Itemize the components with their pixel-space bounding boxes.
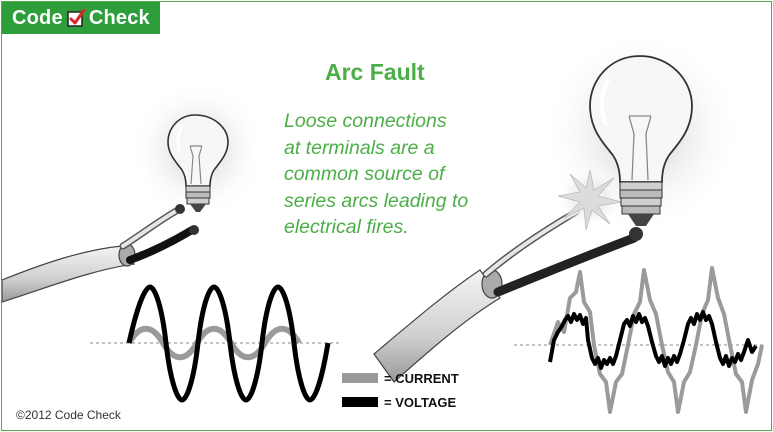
caption-line: electrical fires. [284,216,409,238]
left-voltage-wave [126,284,331,403]
legend-label-current: = CURRENT [384,370,459,386]
left-current-wave [126,325,302,361]
arc-flash [556,168,624,231]
right-voltage-wave [548,310,758,370]
legend-item-voltage: = VOLTAGE [342,390,459,414]
logo-text-left: Code [12,6,63,29]
legend-swatch-voltage [342,397,378,407]
legend-label-voltage: = VOLTAGE [384,394,457,410]
caption-line: series arcs leading to [284,189,469,212]
caption-text: Loose connections at terminals are a com… [284,108,514,241]
caption-line: Loose connections [284,110,447,132]
diagram-title: Arc Fault [325,59,425,85]
right-bulb [589,55,693,226]
right-cable [373,208,643,383]
code-check-logo: Code Check [2,2,160,34]
caption-line: common source of [284,163,445,185]
logo-text-right: Check [88,6,150,29]
caption-line: at terminals are a [284,136,435,159]
right-current-wave [548,266,764,414]
left-scene [2,80,340,403]
left-cable [2,204,199,303]
legend: = CURRENT = VOLTAGE [342,366,459,414]
copyright-text: ©2012 Code Check [16,408,121,422]
right-scene [373,32,764,414]
legend-item-current: = CURRENT [342,366,459,390]
legend-swatch-current [342,373,378,383]
left-bulb [167,114,229,212]
checkbox-icon [67,9,85,27]
